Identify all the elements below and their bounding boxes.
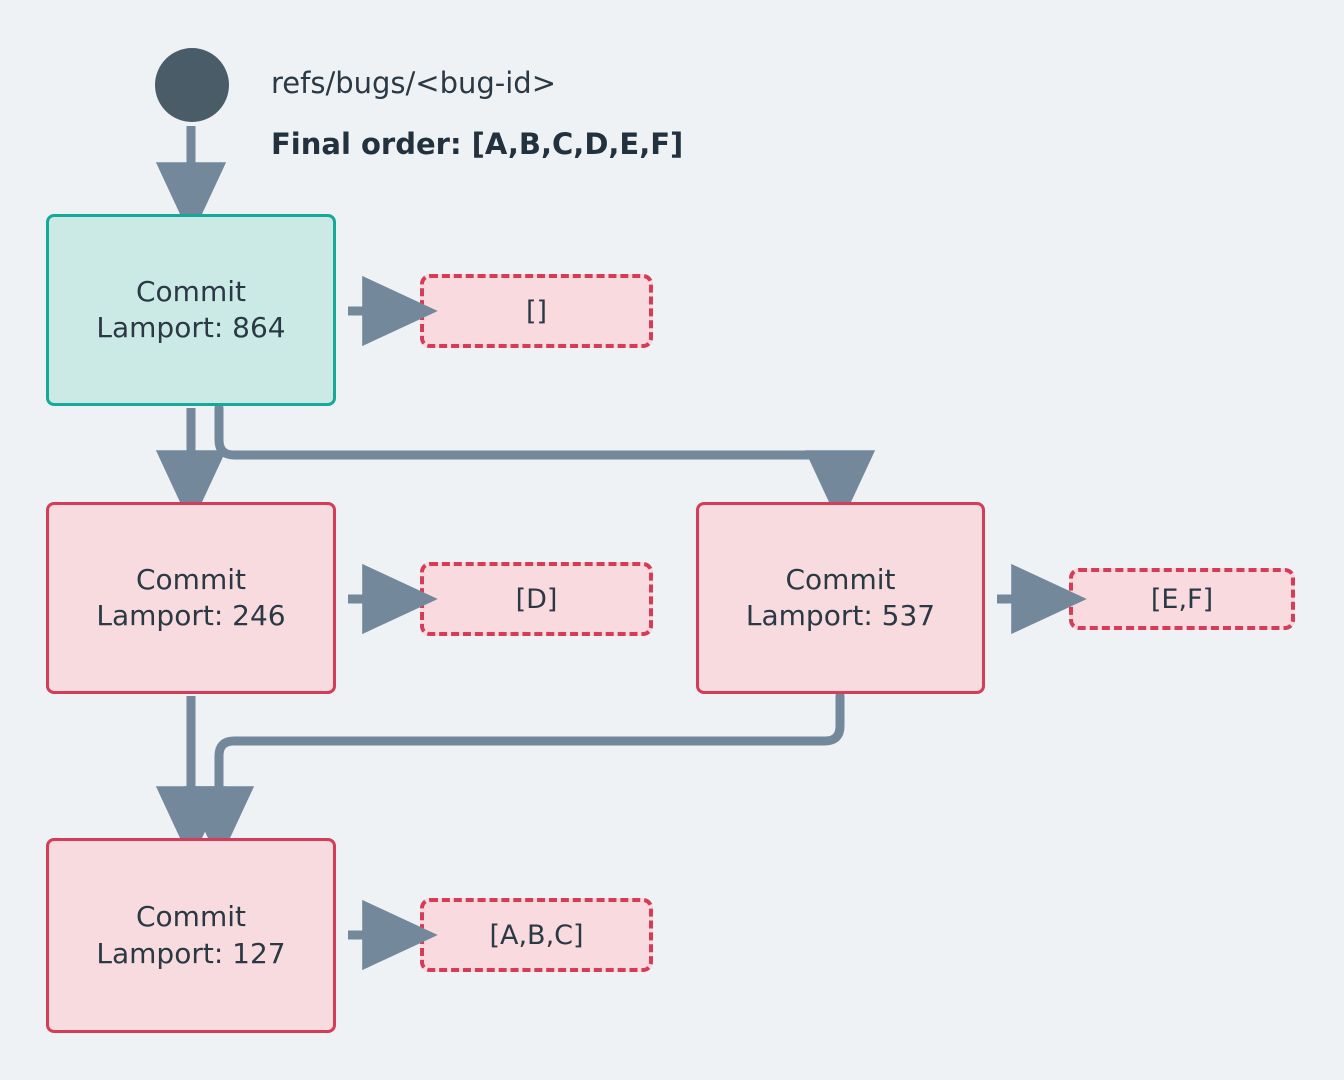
- tag-box-537: [E,F]: [1069, 568, 1295, 630]
- tag-box-246: [D]: [420, 562, 653, 636]
- tag-box-127-label: [A,B,C]: [489, 919, 584, 951]
- commit-node-246[interactable]: Commit Lamport: 246: [46, 502, 336, 694]
- commit-node-864-title: Commit: [136, 274, 246, 308]
- commit-node-537-lamport: Lamport: 537: [745, 599, 936, 632]
- commit-node-127[interactable]: Commit Lamport: 127: [46, 838, 336, 1033]
- commit-node-537[interactable]: Commit Lamport: 537: [696, 502, 985, 694]
- commit-node-246-title: Commit: [136, 562, 246, 596]
- commit-node-537-title: Commit: [785, 562, 896, 596]
- ref-path-label: refs/bugs/<bug-id>: [271, 66, 557, 100]
- tag-box-864-label: []: [525, 295, 548, 327]
- commit-node-864[interactable]: Commit Lamport: 864: [46, 214, 336, 406]
- tag-box-127: [A,B,C]: [420, 898, 653, 972]
- tag-box-537-label: [E,F]: [1150, 583, 1214, 615]
- commit-node-127-title: Commit: [136, 900, 246, 934]
- edge-c537-to-c127: [183, 691, 845, 862]
- tag-box-864: []: [420, 274, 653, 348]
- commit-node-864-lamport: Lamport: 864: [96, 311, 286, 344]
- root-ref-circle-icon: [155, 48, 229, 122]
- commit-node-127-lamport: Lamport: 127: [96, 936, 286, 970]
- final-order-label: Final order: [A,B,C,D,E,F]: [271, 127, 684, 161]
- edge-c864-to-c537: [214, 403, 876, 526]
- tag-box-246-label: [D]: [515, 583, 558, 615]
- commit-node-246-lamport: Lamport: 246: [96, 599, 286, 632]
